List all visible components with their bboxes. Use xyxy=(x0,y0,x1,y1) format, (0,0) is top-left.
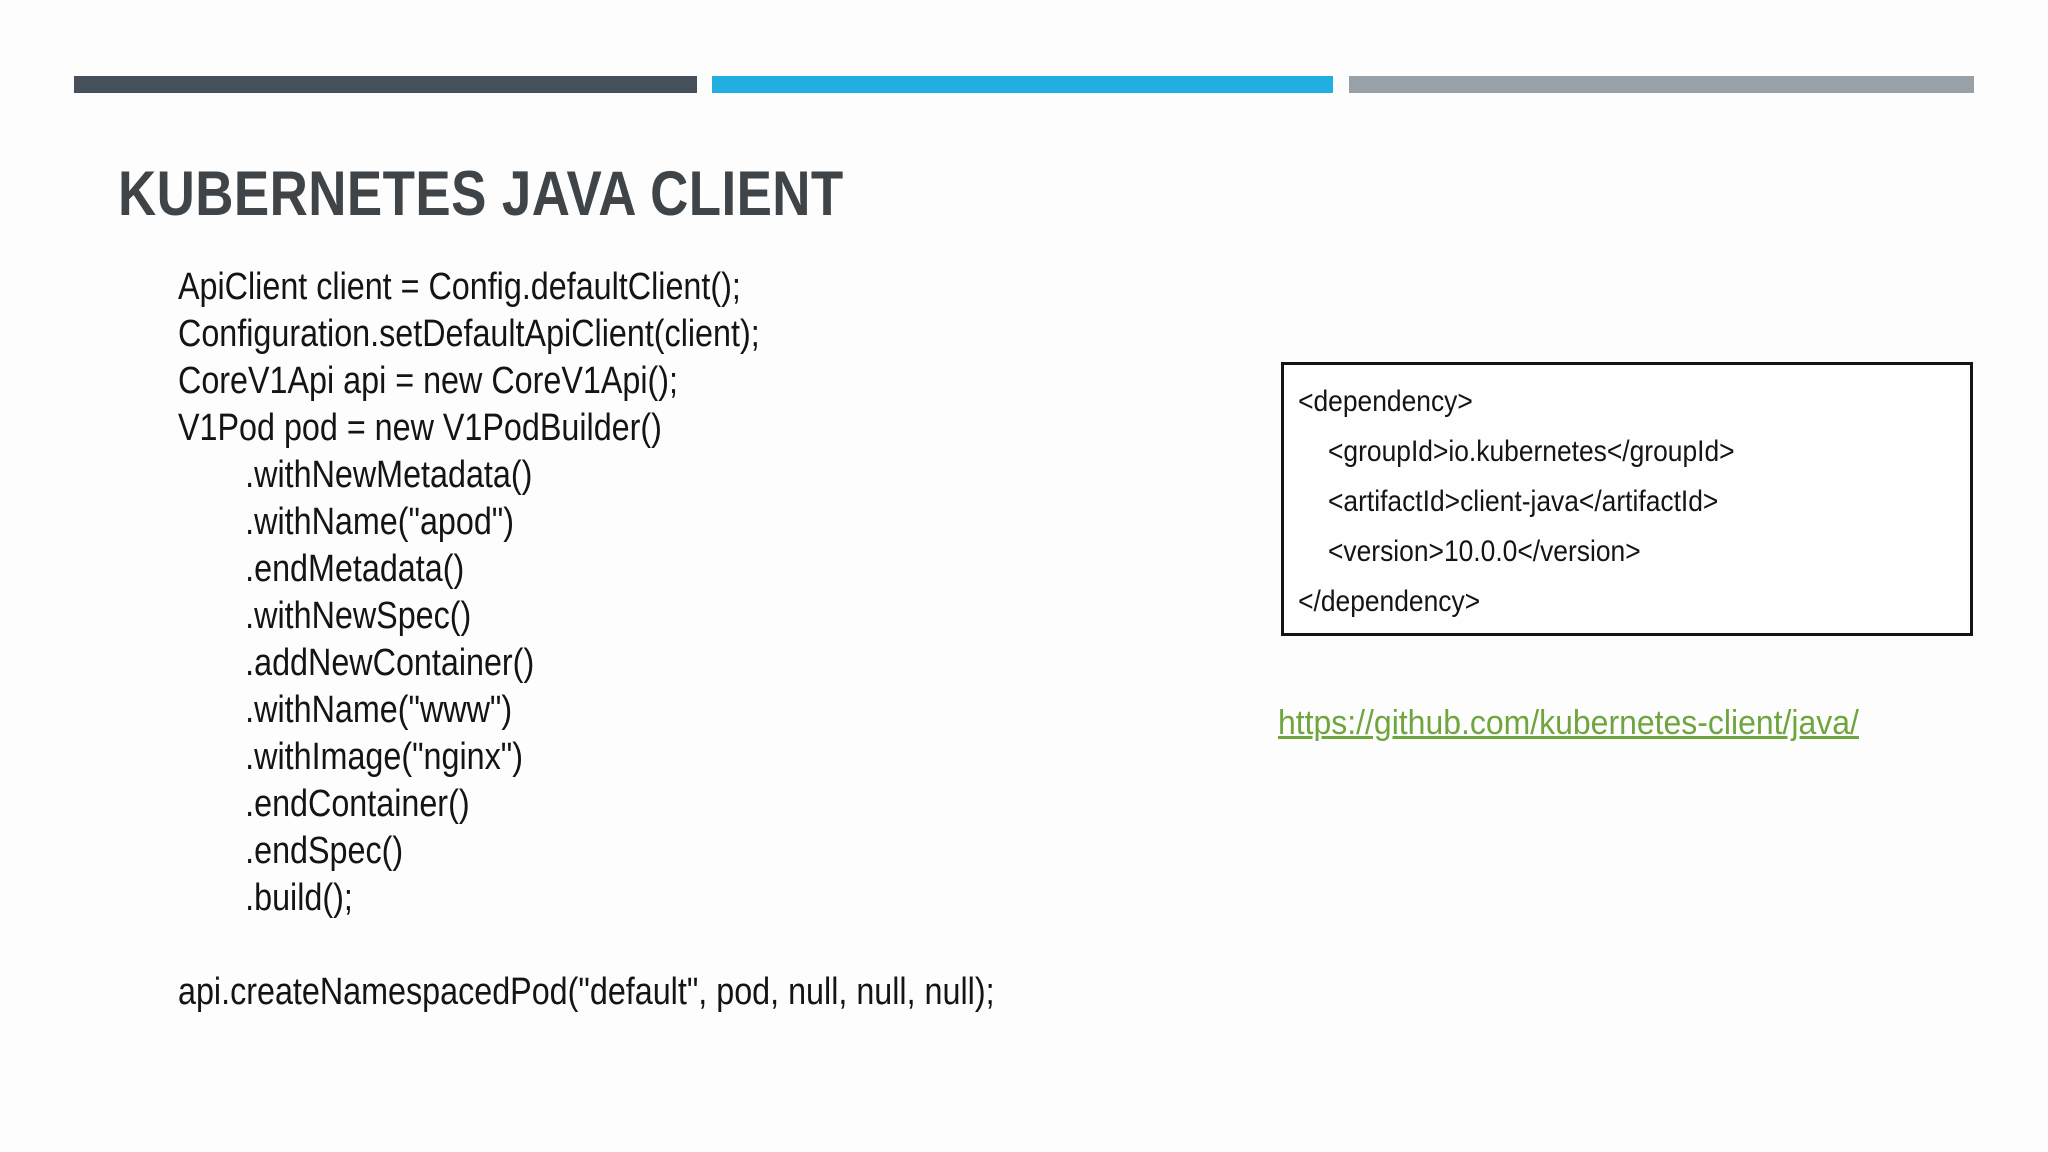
code-line: V1Pod pod = new V1PodBuilder() xyxy=(178,407,662,449)
code-line xyxy=(178,922,995,969)
dependency-line: <artifactId>client-java</artifactId> xyxy=(1328,485,1719,518)
code-line: .endMetadata() xyxy=(245,548,465,590)
code-line: .withNewSpec() xyxy=(245,595,472,637)
code-line: ApiClient client = Config.defaultClient(… xyxy=(178,266,741,308)
code-line: .addNewContainer() xyxy=(245,642,535,684)
code-line: api.createNamespacedPod("default", pod, … xyxy=(178,971,995,1013)
code-line: .withName("apod") xyxy=(245,501,515,543)
code-line: .withNewMetadata() xyxy=(245,454,533,496)
code-line: CoreV1Api api = new CoreV1Api(); xyxy=(178,360,679,402)
code-line: .withImage("nginx") xyxy=(245,736,524,778)
github-link[interactable]: https://github.com/kubernetes-client/jav… xyxy=(1278,704,1859,742)
dependency-line: <dependency> xyxy=(1298,385,1473,418)
dependency-line: <groupId>io.kubernetes</groupId> xyxy=(1328,435,1735,468)
code-line: .endContainer() xyxy=(245,783,470,825)
accent-bar-gray xyxy=(1349,76,1974,93)
code-line: .build(); xyxy=(245,877,353,919)
dependency-line: </dependency> xyxy=(1298,585,1481,618)
dependency-line: <version>10.0.0</version> xyxy=(1328,535,1641,568)
accent-bar-dark xyxy=(74,76,697,93)
code-line: .withName("www") xyxy=(245,689,513,731)
dependency-box: <dependency> <groupId>io.kubernetes</grou… xyxy=(1281,362,1973,636)
dependency-box-content: <dependency> <groupId>io.kubernetes</grou… xyxy=(1284,365,1888,627)
code-line: .endSpec() xyxy=(245,830,404,872)
page-title: KUBERNETES JAVA CLIENT xyxy=(118,159,844,229)
code-block: ApiClient client = Config.defaultClient(… xyxy=(178,264,995,1016)
code-line: Configuration.setDefaultApiClient(client… xyxy=(178,313,760,355)
accent-bar-blue xyxy=(712,76,1333,93)
